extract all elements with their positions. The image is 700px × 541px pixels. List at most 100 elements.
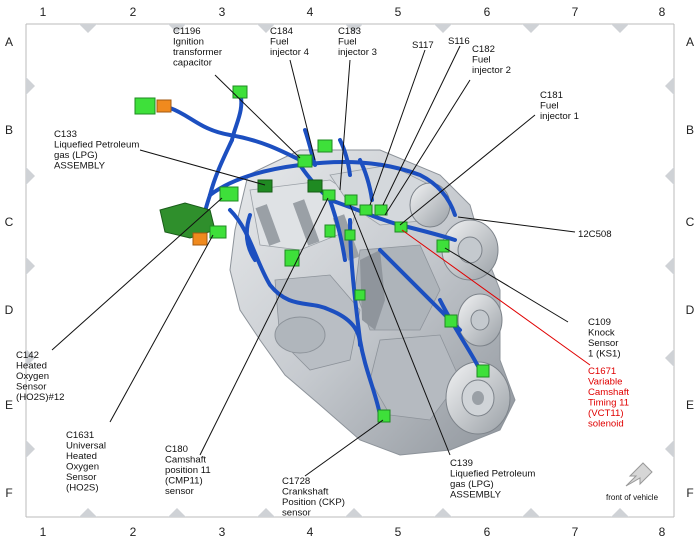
label-line: Variable — [588, 377, 623, 388]
label-line: Crankshaft — [282, 487, 329, 498]
label-s117: S117 — [412, 40, 434, 51]
label-line: Oxygen — [16, 371, 49, 382]
label-line: Sensor — [588, 338, 619, 349]
label-line: C1728 — [282, 476, 310, 487]
label-line: (HO2S)#12 — [16, 392, 65, 403]
grid-marker-bottom — [257, 508, 275, 517]
label-line: Camshaft — [165, 455, 206, 466]
label-12c508: 12C508 — [578, 229, 612, 240]
label-line: gas (LPG) — [450, 479, 494, 490]
grid-marker-top — [611, 24, 629, 33]
grid-column-label-top: 5 — [395, 5, 402, 19]
connector-c181 — [394, 221, 408, 233]
label-line: position 11 — [165, 465, 211, 476]
label-line: (VCT11) — [588, 408, 624, 419]
connector-knock-sensor — [444, 314, 458, 328]
label-line: C181 — [540, 90, 563, 101]
label-line: Ignition — [173, 37, 204, 48]
grid-marker-right — [665, 349, 674, 367]
connector-c1196 — [232, 85, 248, 99]
label-line: capacitor — [173, 58, 213, 69]
label-line: C183 — [338, 26, 361, 37]
grid-row-label-left: E — [5, 398, 13, 412]
label-line: sensor — [282, 508, 312, 519]
grid-marker-top — [168, 24, 186, 33]
grid-row-label-right: A — [686, 35, 694, 49]
connector-lower-right — [476, 364, 490, 378]
arrow-icon — [625, 462, 653, 487]
grid-marker-right — [665, 77, 674, 95]
label-line: Liquefied Petroleum — [54, 140, 139, 151]
connector-c1631 — [209, 225, 227, 239]
label-line: Knock — [588, 328, 615, 339]
grid-column-label-bottom: 6 — [484, 525, 491, 539]
label-line: S116 — [448, 36, 470, 47]
connector-c139 — [344, 194, 358, 206]
grid-column-label-top: 6 — [484, 5, 491, 19]
grid-row-label-left: C — [5, 215, 14, 229]
grid-column-label-bottom: 8 — [659, 525, 666, 539]
label-line: Universal — [66, 441, 106, 452]
label-line: injector 3 — [338, 47, 377, 58]
grid-row-label-left: A — [5, 35, 13, 49]
label-line: C1196 — [173, 26, 201, 37]
connector-c180 — [322, 189, 336, 201]
grid-marker-left — [26, 257, 35, 275]
connector-c1728 — [377, 409, 391, 423]
connector-orange-plug — [156, 99, 172, 113]
grid-column-label-bottom: 7 — [572, 525, 579, 539]
grid-marker-left — [26, 440, 35, 458]
connector-c183 — [317, 139, 333, 153]
grid-marker-left — [26, 167, 35, 185]
grid-row-label-right: F — [686, 486, 693, 500]
label-line: Heated — [16, 361, 47, 372]
label-line: ASSEMBLY — [450, 490, 502, 501]
front-of-vehicle-text: front of vehicle — [606, 493, 659, 502]
label-line: C109 — [588, 317, 611, 328]
label-line: Camshaft — [588, 387, 629, 398]
connector-dark-1 — [257, 179, 273, 193]
grid-row-label-right: B — [686, 123, 694, 137]
label-line: solenoid — [588, 419, 624, 430]
grid-marker-top — [434, 24, 452, 33]
grid-column-label-bottom: 4 — [307, 525, 314, 539]
grid-marker-right — [665, 440, 674, 458]
grid-marker-top — [522, 24, 540, 33]
grid-marker-right — [665, 257, 674, 275]
label-line: ASSEMBLY — [54, 161, 106, 172]
label-line: C1671 — [588, 366, 616, 377]
connector-orange-2 — [192, 232, 208, 246]
grid-marker-top — [345, 24, 363, 33]
label-line: Liquefied Petroleum — [450, 469, 535, 480]
grid-marker-left — [26, 349, 35, 367]
grid-marker-right — [665, 167, 674, 185]
grid-row-label-right: C — [686, 215, 695, 229]
grid-marker-bottom — [434, 508, 452, 517]
grid-column-label-top: 4 — [307, 5, 314, 19]
label-line: (HO2S) — [66, 483, 99, 494]
label-line: C180 — [165, 444, 188, 455]
label-line: Sensor — [16, 382, 47, 393]
grid-column-label-top: 8 — [659, 5, 666, 19]
label-line: C184 — [270, 26, 294, 37]
grid-markers — [26, 24, 674, 517]
connector-dark-2 — [307, 179, 323, 193]
grid-column-label-bottom: 2 — [130, 525, 137, 539]
label-line: C133 — [54, 129, 77, 140]
label-line: C1631 — [66, 430, 94, 441]
label-s116: S116 — [448, 36, 470, 47]
connector-c1728-upper — [284, 249, 300, 267]
grid-column-label-top: 7 — [572, 5, 579, 19]
